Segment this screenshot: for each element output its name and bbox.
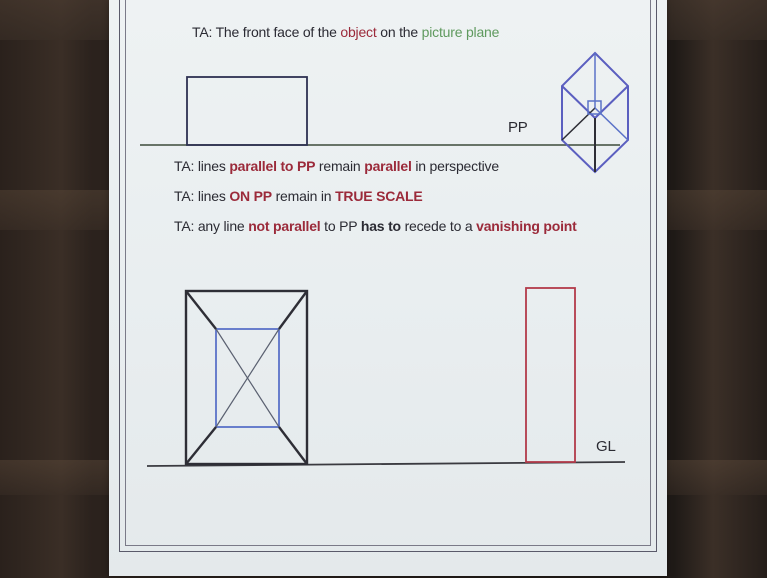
- statement-2-part-1: TA: lines: [174, 188, 230, 204]
- statement-3-part-3: to PP: [320, 218, 361, 234]
- back-face-diagonal-2: [215, 328, 280, 428]
- perspective-box: [184, 289, 309, 466]
- receding-edge-bottom-left: [185, 426, 217, 465]
- slide-title: TA: The front face of the object on the …: [192, 24, 499, 40]
- statement-1-part-1: TA: lines: [174, 158, 230, 174]
- statement-1-part-4: parallel: [364, 158, 412, 174]
- title-prefix: TA: The front face of the: [192, 24, 341, 40]
- pp-label: PP: [508, 119, 528, 136]
- statement-2-part-3: remain in: [271, 188, 336, 204]
- receding-edge-bottom-right: [278, 426, 308, 465]
- cube-hidden-edge-2: [561, 107, 596, 141]
- statement-2-part-2: ON PP: [229, 188, 272, 204]
- front-face-rectangle: [186, 76, 308, 146]
- statement-3-part-5: recede to a: [400, 218, 477, 234]
- statement-1-part-5: in perspective: [411, 158, 499, 174]
- box-front-face: [184, 289, 309, 466]
- receding-edge-top-left: [185, 290, 217, 330]
- receding-edge-top-right: [278, 290, 308, 330]
- box-back-face: [215, 328, 280, 428]
- statement-2-part-4: TRUE SCALE: [335, 188, 423, 204]
- statement-3-part-1: TA: any line: [174, 218, 249, 234]
- cube-hidden-edge-3: [594, 107, 629, 141]
- title-middle: on the: [376, 24, 422, 40]
- wireframe-cube: [561, 51, 629, 174]
- cube-small-square: [587, 100, 602, 115]
- tall-rectangle-on-ground: [525, 287, 576, 463]
- slide-inner-border: [125, 0, 651, 546]
- gl-label: GL: [596, 438, 616, 455]
- statement-3-part-4: has to: [360, 218, 401, 234]
- statement-3-part-2: not parallel: [248, 218, 321, 234]
- statement-line-1: TA: lines parallel to PP remain parallel…: [174, 158, 499, 174]
- statement-line-3: TA: any line not parallel to PP has to r…: [174, 218, 577, 234]
- slide-outer-border: [119, 0, 657, 552]
- statement-1-part-3: remain: [315, 158, 365, 174]
- statement-line-2: TA: lines ON PP remain in TRUE SCALE: [174, 188, 423, 204]
- title-object: object: [340, 24, 377, 40]
- statement-3-part-6: vanishing point: [476, 218, 577, 234]
- title-picture-plane: picture plane: [421, 24, 500, 40]
- statement-1-part-2: parallel to PP: [229, 158, 316, 174]
